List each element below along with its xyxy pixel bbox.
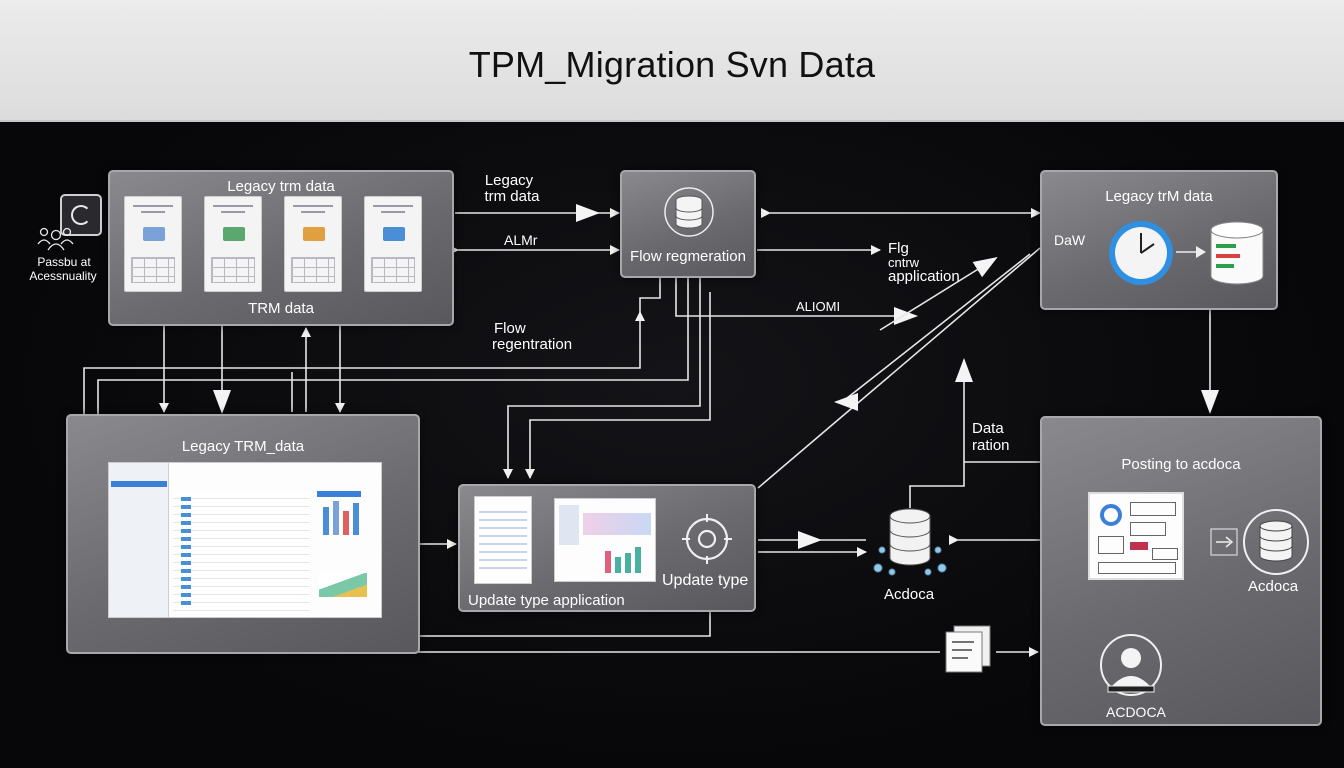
legacy-trm-data-box[interactable]: Legacy trm data TRM data [108,170,454,326]
acdoca-user-label: ACDOCA [1106,704,1166,720]
label-data-ration-1: Data [972,420,1004,437]
trm-data-footer: TRM data [248,300,314,317]
side-label-2: Acessnuality [29,269,97,283]
legacy-trm-right-title: Legacy trM data [1105,188,1213,205]
database-colored-icon [1210,221,1264,285]
database-icon [664,187,714,237]
target-cycle-icon [682,514,732,564]
label-flg-2: cntrw [888,255,920,270]
app-window-screenshot [108,462,382,618]
posting-dashboard-screenshot [1088,492,1184,580]
doc-card-4 [364,196,422,292]
label-legacy-arrow-2: trm data [484,188,540,205]
label-data-ration-2: ration [972,437,1010,454]
legacy-trm-data-right-box[interactable]: Legacy trM data DaW [1040,170,1278,310]
arrow-clock-to-db [1176,246,1206,258]
legacy-trm-mid-title: Legacy TRM_data [181,438,305,455]
people-icon [36,226,76,252]
update-type-application-title: Update type application [468,592,625,609]
label-flow-regen-1: Flow [494,320,526,337]
doc-card-1 [124,196,182,292]
flow-regmeration-box[interactable]: Flow regmeration [620,170,756,278]
legacy-trm-data-title: Legacy trm data [227,178,335,195]
label-legacy-arrow-1: Legacy [484,172,534,189]
user-icon [1100,634,1162,696]
title-bar: TPM_Migration Svn Data [0,0,1344,122]
acdoca-db-label: Acdoca [884,586,935,603]
label-alm: ALMr [504,232,538,248]
acdoca-posting-db-label: Acdoca [1248,578,1299,595]
daw-label: DaW [1054,232,1086,248]
posting-to-acdoca-box[interactable]: Posting to acdoca Acdoca ACDOCA [1040,416,1322,726]
acdoca-database-icon [873,508,947,576]
export-arrow-icon [1210,528,1238,556]
clock-icon [1109,221,1173,285]
label-flow-regen-2: regentration [492,336,573,353]
label-aliomi: ALIOMI [796,299,841,314]
legacy-trm-data-mid-box[interactable]: Legacy TRM_data [66,414,420,654]
refresh-icon [71,205,91,225]
update-type-application-box[interactable]: Update type Update type application [458,484,756,612]
label-flg-1: Flg [888,240,909,257]
acdoca-posting-db-icon [1243,509,1309,575]
update-screen-1 [474,496,532,584]
page-title: TPM_Migration Svn Data [468,44,876,85]
update-screen-2 [554,498,656,582]
side-label-1: Passbu at [37,255,91,269]
flow-regmeration-title: Flow regmeration [630,248,746,265]
posting-to-acdoca-title: Posting to acdoca [1121,456,1241,473]
document-stack-icon [945,625,991,673]
update-type-label: Update type [662,572,749,589]
doc-card-2 [204,196,262,292]
doc-card-3 [284,196,342,292]
label-flg-3: application [888,268,960,285]
